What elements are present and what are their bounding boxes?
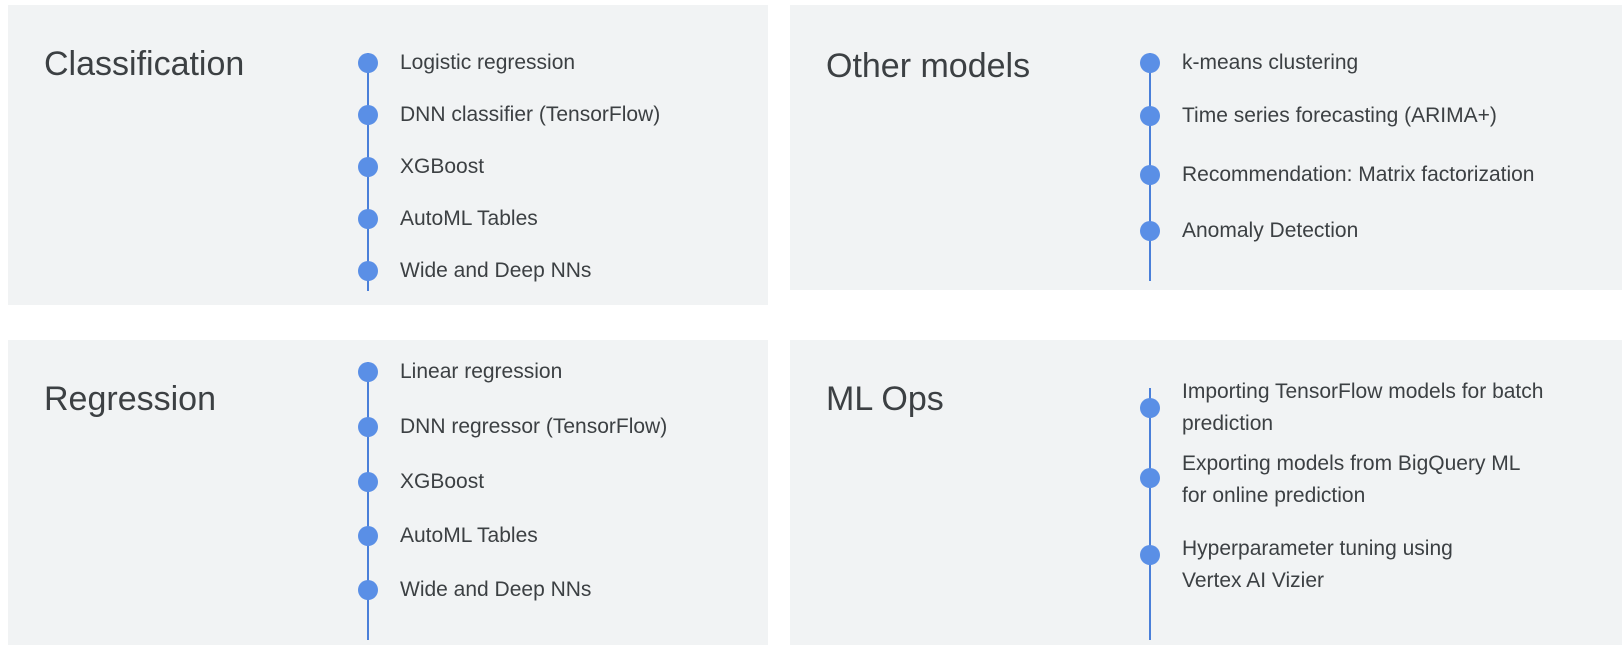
regression-panel: Regression Linear regression DNN regress… (8, 340, 768, 645)
ml-ops-panel: ML Ops Importing TensorFlow models for b… (790, 340, 1622, 645)
circle-dot-icon (358, 261, 378, 281)
list-item-label: Anomaly Detection (1182, 219, 1359, 242)
circle-dot-icon (358, 209, 378, 229)
timeline-line (367, 362, 369, 640)
circle-dot-icon (358, 526, 378, 546)
circle-dot-icon (358, 105, 378, 125)
list-item-label: Importing TensorFlow models for batch pr… (1182, 380, 1544, 435)
list-item-label: XGBoost (400, 155, 485, 178)
list-item-label: Recommendation: Matrix factorization (1182, 163, 1535, 186)
regression-title: Regression (44, 380, 216, 418)
list-item-label: Exporting models from BigQuery ML for on… (1182, 452, 1520, 507)
timeline-line (1149, 388, 1151, 640)
circle-dot-icon (1140, 221, 1160, 241)
list-item-label: DNN regressor (TensorFlow) (400, 415, 668, 438)
circle-dot-icon (358, 157, 378, 177)
circle-dot-icon (1140, 106, 1160, 126)
classification-title: Classification (44, 45, 245, 83)
circle-dot-icon (1140, 53, 1160, 73)
list-item-label: Logistic regression (400, 51, 576, 74)
classification-panel: Classification Logistic regression DNN c… (8, 5, 768, 305)
other-models-title: Other models (826, 47, 1031, 85)
list-item-label: DNN classifier (TensorFlow) (400, 103, 661, 126)
circle-dot-icon (1140, 545, 1160, 565)
list-item-label: Wide and Deep NNs (400, 259, 592, 282)
list-item-label: AutoML Tables (400, 207, 538, 230)
other-models-panel: Other models k-means clustering Time ser… (790, 5, 1622, 290)
circle-dot-icon (358, 417, 378, 437)
list-item-label: Time series forecasting (ARIMA+) (1182, 104, 1497, 127)
list-item-label: k-means clustering (1182, 51, 1359, 74)
circle-dot-icon (358, 362, 378, 382)
list-item-label: Hyperparameter tuning using Vertex AI Vi… (1182, 537, 1453, 592)
circle-dot-icon (358, 53, 378, 73)
list-item-label: Linear regression (400, 360, 563, 383)
list-item-label: Wide and Deep NNs (400, 578, 592, 601)
circle-dot-icon (1140, 165, 1160, 185)
circle-dot-icon (1140, 468, 1160, 488)
list-item-label: XGBoost (400, 470, 485, 493)
circle-dot-icon (358, 472, 378, 492)
circle-dot-icon (1140, 398, 1160, 418)
ml-ops-title: ML Ops (826, 380, 944, 418)
circle-dot-icon (358, 580, 378, 600)
list-item-label: AutoML Tables (400, 524, 538, 547)
